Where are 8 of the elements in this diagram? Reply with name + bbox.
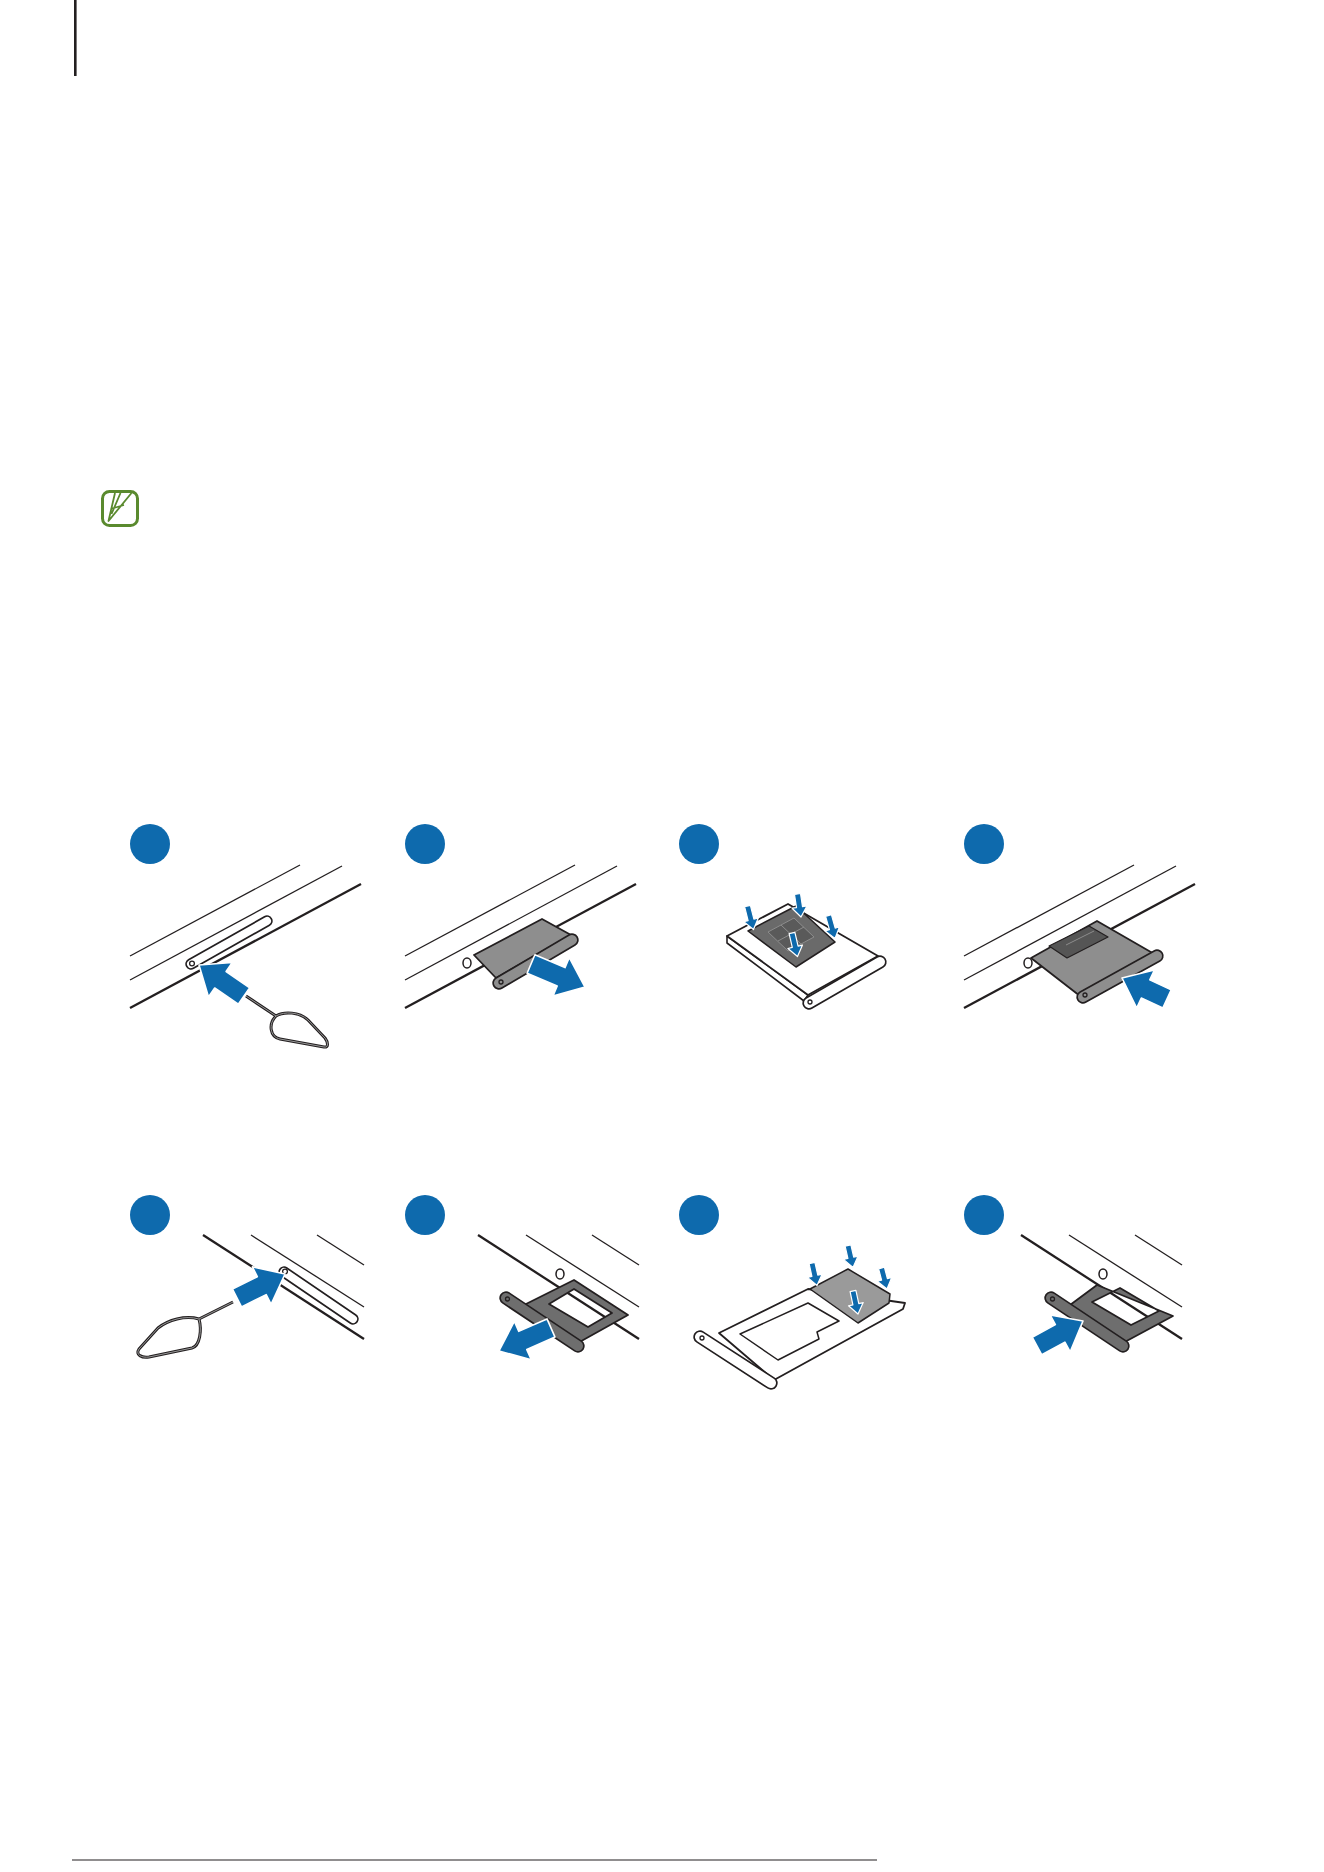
step-marker-icon: [405, 1195, 445, 1235]
step-marker-icon: [130, 1195, 170, 1235]
step-marker-icon: [679, 1195, 719, 1235]
step-marker-icon: [964, 824, 1004, 864]
step-marker-icon: [964, 1195, 1004, 1235]
step-marker-icon: [130, 824, 170, 864]
step-marker-icon: [405, 824, 445, 864]
step-marker-icon: [679, 824, 719, 864]
